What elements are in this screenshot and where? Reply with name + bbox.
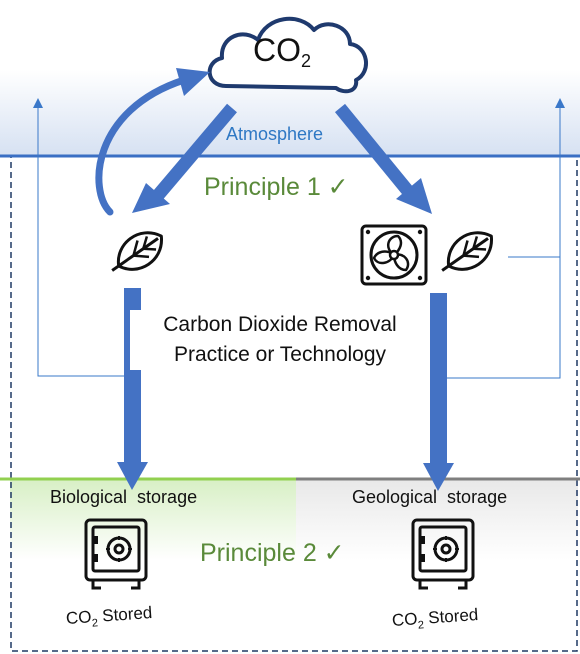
arrow-to-left-leaf: [132, 183, 170, 213]
arrow-to-geological: [423, 463, 454, 491]
cloud-co2-label: CO2: [252, 32, 311, 71]
leaf-icon: [111, 231, 163, 272]
atmosphere-label: Atmosphere: [226, 124, 324, 144]
cdr-line-2: Practice or Technology: [173, 343, 387, 366]
safe-icon: [411, 518, 475, 590]
arrow-to-biological: [117, 462, 148, 490]
leaf-icon: [441, 231, 493, 272]
cloud-icon: [207, 16, 368, 94]
left-feedback-line: [33, 98, 130, 377]
fan-icon: [360, 224, 428, 286]
biological-storage-area: [10, 478, 296, 560]
biological-storage-label: Biological storage: [50, 487, 198, 507]
cdr-line-1: Carbon Dioxide Removal: [163, 313, 397, 336]
safe-icon: [84, 518, 148, 590]
geological-storage-label: Geological storage: [352, 487, 508, 507]
principle-2-label: Principle 2 ✓: [200, 539, 345, 567]
right-feedback-line: [438, 98, 565, 379]
arrow-to-fan: [396, 178, 432, 214]
principle-1-label: Principle 1 ✓: [204, 173, 349, 201]
system-boundary: [10, 155, 578, 652]
cdr-practice-label: Carbon Dioxide Removal Practice or Techn…: [130, 310, 430, 370]
curved-return-arrow: [95, 76, 188, 216]
